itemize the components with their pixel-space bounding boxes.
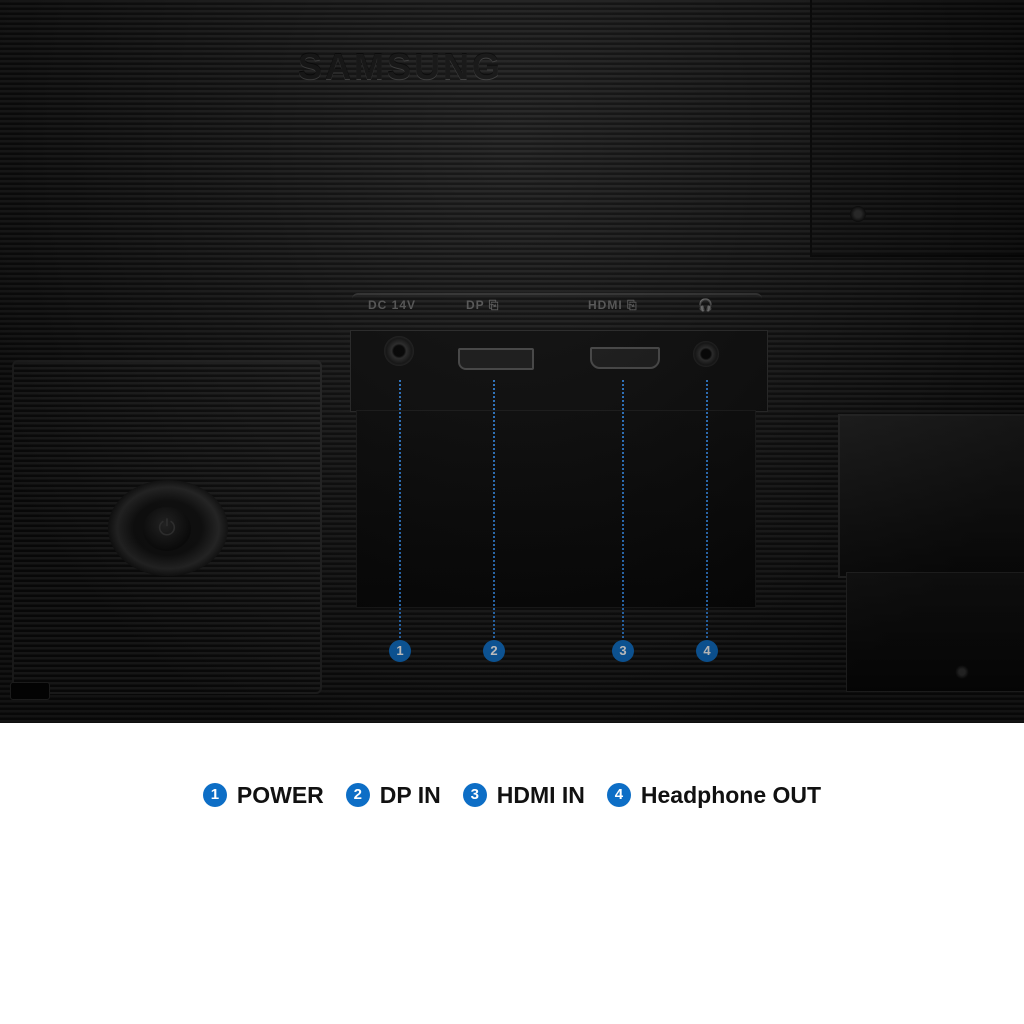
legend-badge: 2 — [345, 783, 370, 807]
legend-badge: 3 — [462, 783, 487, 807]
port-label-bar — [352, 293, 762, 317]
samsung-logo: SAMSUNG — [298, 46, 504, 87]
dc-power-jack — [384, 336, 414, 366]
legend-label: DP IN — [379, 781, 441, 808]
port-label-dp: DP ⎘ — [466, 298, 500, 312]
callout-line-3 — [622, 380, 624, 638]
callout-badge-3: 3 — [612, 640, 634, 662]
vesa-mount-plate — [810, 0, 1024, 257]
legend-badge: 1 — [202, 783, 227, 807]
callout-badge-4: 4 — [696, 640, 718, 662]
port-recess — [356, 410, 756, 608]
mount-screw — [850, 206, 866, 222]
callout-badge-1: 1 — [389, 640, 411, 662]
monitor-rear-photo: SAMSUNG DC 14V DP ⎘ HDMI ⎘ 🎧 ⏻ 1 2 3 4 — [0, 0, 1024, 723]
legend-item-dp: 2 DP IN — [345, 781, 441, 809]
stand-neck — [838, 414, 1024, 578]
stand-screw — [955, 665, 969, 679]
port-label-headphone: 🎧 — [698, 298, 714, 312]
displayport-port — [458, 348, 534, 370]
callout-line-1 — [399, 380, 401, 638]
kensington-slot — [10, 682, 50, 700]
callout-badge-2: 2 — [483, 640, 505, 662]
port-label-dc: DC 14V — [368, 298, 417, 312]
callout-line-4 — [706, 380, 708, 638]
legend-label: Headphone OUT — [640, 781, 822, 808]
legend-item-headphone: 4 Headphone OUT — [606, 781, 822, 809]
port-label-hdmi: HDMI ⎘ — [588, 298, 638, 312]
port-legend: 1 POWER 2 DP IN 3 HDMI IN 4 Headphone OU… — [0, 778, 1024, 812]
legend-label: POWER — [236, 781, 324, 808]
legend-label: HDMI IN — [496, 781, 585, 808]
legend-item-power: 1 POWER — [202, 781, 324, 809]
legend-badge: 4 — [606, 783, 631, 807]
hdmi-port — [590, 347, 660, 369]
stand-base — [846, 572, 1024, 692]
headphone-jack — [693, 341, 719, 367]
callout-line-2 — [493, 380, 495, 638]
power-icon: ⏻ — [143, 507, 191, 551]
legend-item-hdmi: 3 HDMI IN — [462, 781, 585, 809]
